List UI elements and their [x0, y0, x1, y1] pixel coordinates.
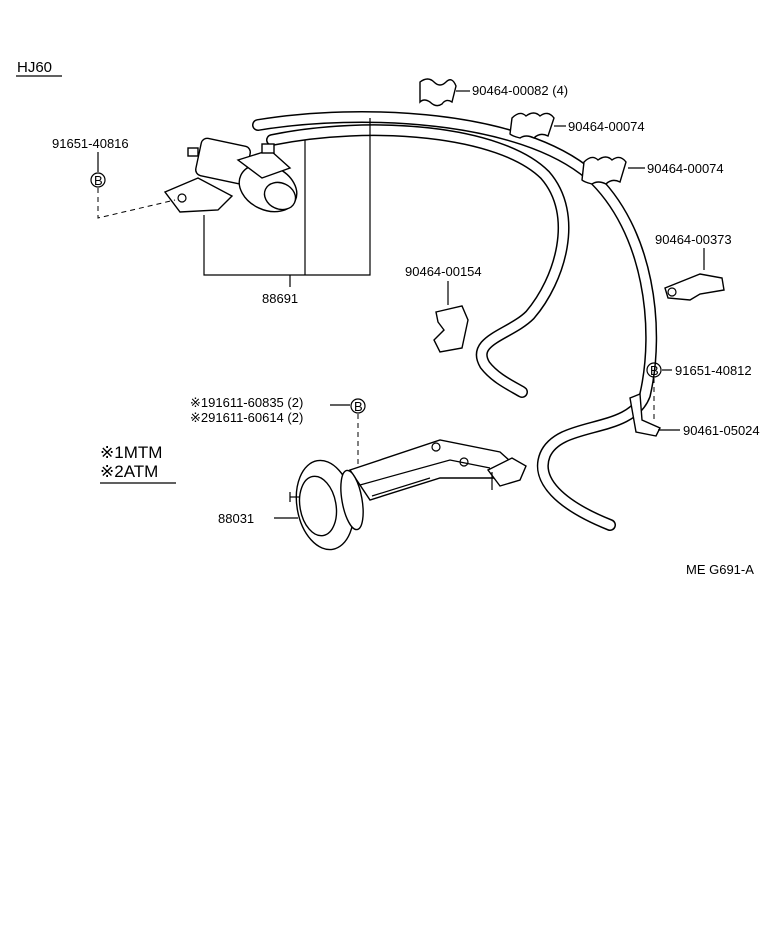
bolt-b-letter-3: B	[354, 399, 363, 414]
clip-90464-00082	[419, 78, 457, 107]
bolt-b-icon-3	[350, 398, 366, 414]
dashed-leader-bolt	[97, 188, 176, 219]
bolt-b-icon	[90, 172, 106, 188]
label-90461-05024: 90461-05024	[683, 423, 760, 438]
legend-atm: ※2ATM	[100, 462, 158, 481]
label-90464-00074-b: 90464-00074	[647, 161, 724, 176]
diagram-code: ME G691-A	[686, 562, 754, 577]
clamp-90461-05024	[629, 392, 661, 437]
vsv-valve-assembly	[163, 137, 298, 213]
label-90464-00154: 90464-00154	[405, 264, 482, 279]
vacuum-hose-short	[266, 124, 570, 398]
label-91611-60614: ※291611-60614 (2)	[190, 410, 303, 425]
bolt-b-letter-2: B	[650, 363, 659, 378]
label-90464-00074-a: 90464-00074	[568, 119, 645, 134]
label-91611-60835: ※191611-60835 (2)	[190, 395, 303, 410]
legend-mtm: ※1MTM	[100, 443, 162, 462]
clip-90464-00074-a	[509, 112, 555, 139]
model-label: HJ60	[17, 59, 52, 76]
label-91651-40812: 91651-40812	[675, 363, 752, 378]
clip-90464-00154	[433, 305, 469, 353]
clip-90464-00074-b	[581, 156, 627, 185]
label-91651-40816: 91651-40816	[52, 136, 129, 151]
clip-90464-00373	[664, 273, 725, 301]
label-90464-00373: 90464-00373	[655, 232, 732, 247]
bolt-b-letter: B	[94, 173, 103, 188]
leader-88691	[203, 118, 371, 276]
vacuum-hose-long	[252, 110, 658, 531]
bolt-b-icon-2	[646, 362, 662, 378]
label-90464-00082: 90464-00082 (4)	[472, 83, 568, 98]
label-88691: 88691	[262, 291, 298, 306]
vacuum-actuator	[289, 439, 527, 551]
label-88031: 88031	[218, 511, 254, 526]
